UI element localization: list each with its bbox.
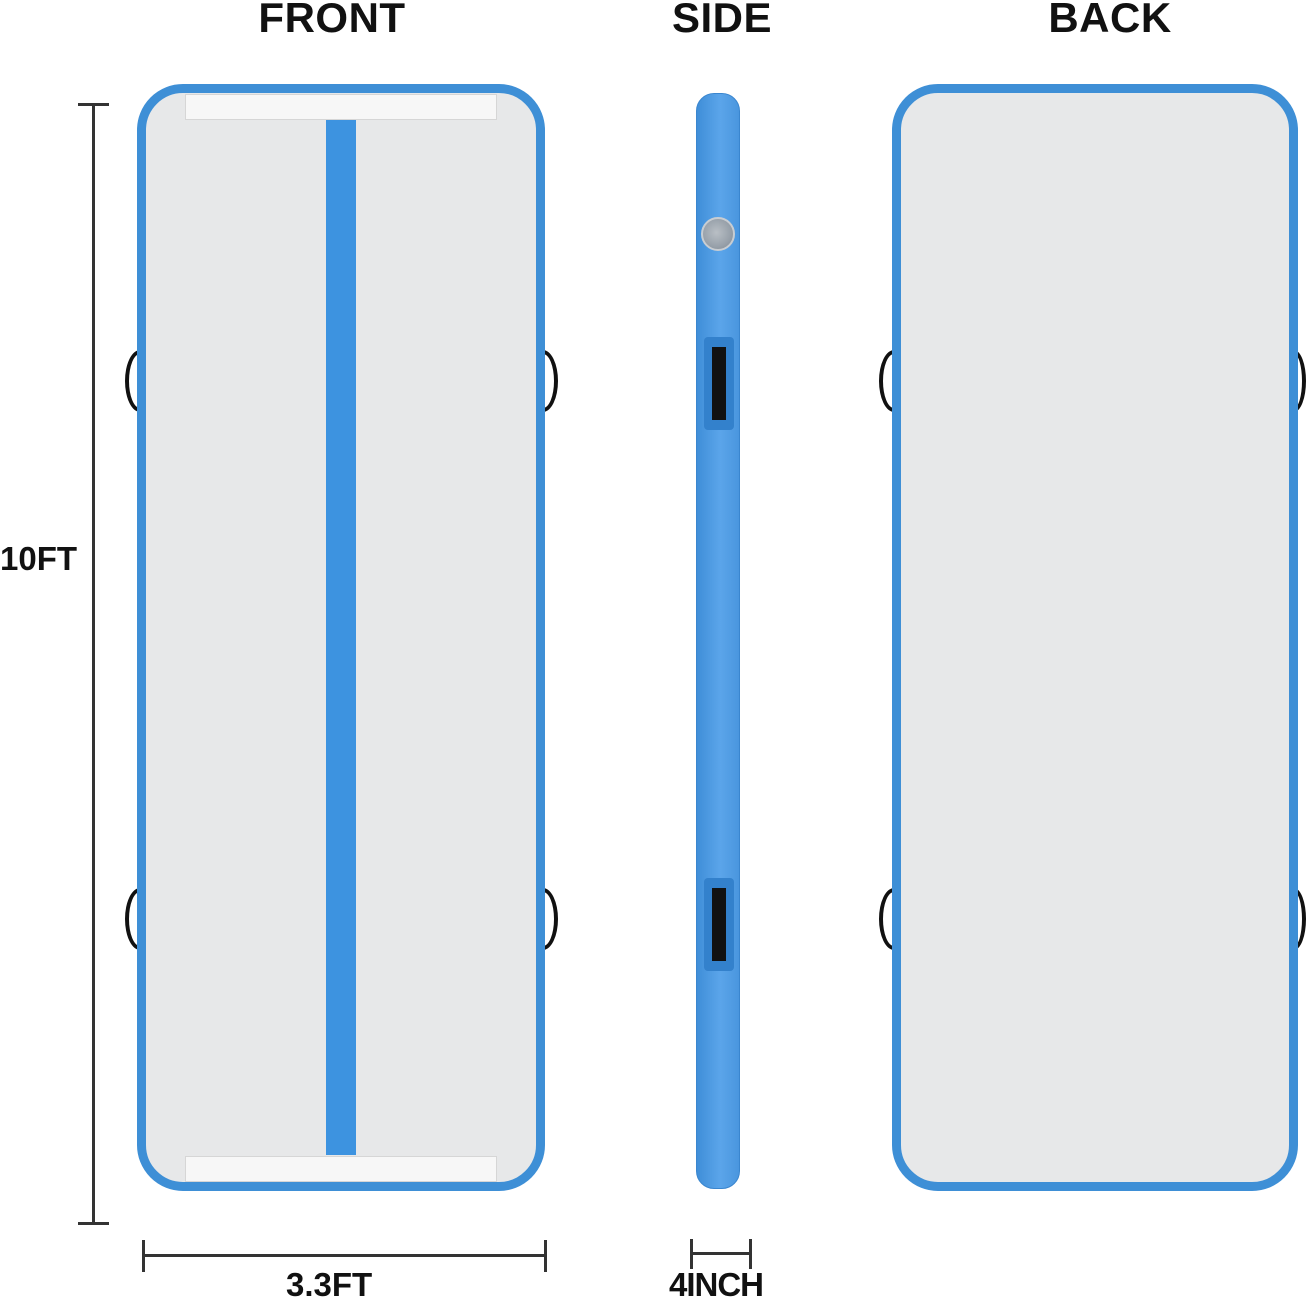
carry-handle-icon — [712, 347, 726, 420]
thickness-cap-left — [690, 1239, 693, 1269]
carry-handle-icon — [712, 888, 726, 961]
length-label: 10FT — [0, 538, 78, 580]
back-mat — [892, 84, 1298, 1191]
width-cap-left — [142, 1240, 145, 1272]
thickness-line — [691, 1252, 752, 1255]
front-mat — [137, 84, 545, 1191]
side-handle-bottom — [704, 878, 734, 971]
front-center-stripe — [326, 120, 356, 1155]
thickness-cap-right — [749, 1239, 752, 1269]
side-handle-top — [704, 337, 734, 430]
length-cap-bottom — [78, 1222, 109, 1225]
air-valve-icon — [701, 217, 735, 251]
width-line — [143, 1254, 547, 1257]
length-cap-top — [78, 103, 109, 106]
back-view-title: BACK — [1048, 0, 1172, 41]
side-mat — [696, 93, 740, 1189]
width-label: 3.3FT — [286, 1266, 373, 1303]
front-view-title: FRONT — [258, 0, 406, 41]
front-end-strip-top — [185, 94, 497, 120]
side-view-title: SIDE — [671, 0, 773, 41]
thickness-label: 4INCH — [669, 1266, 764, 1303]
width-cap-right — [544, 1240, 547, 1272]
length-line — [92, 104, 95, 1224]
front-end-strip-bottom — [185, 1156, 497, 1182]
